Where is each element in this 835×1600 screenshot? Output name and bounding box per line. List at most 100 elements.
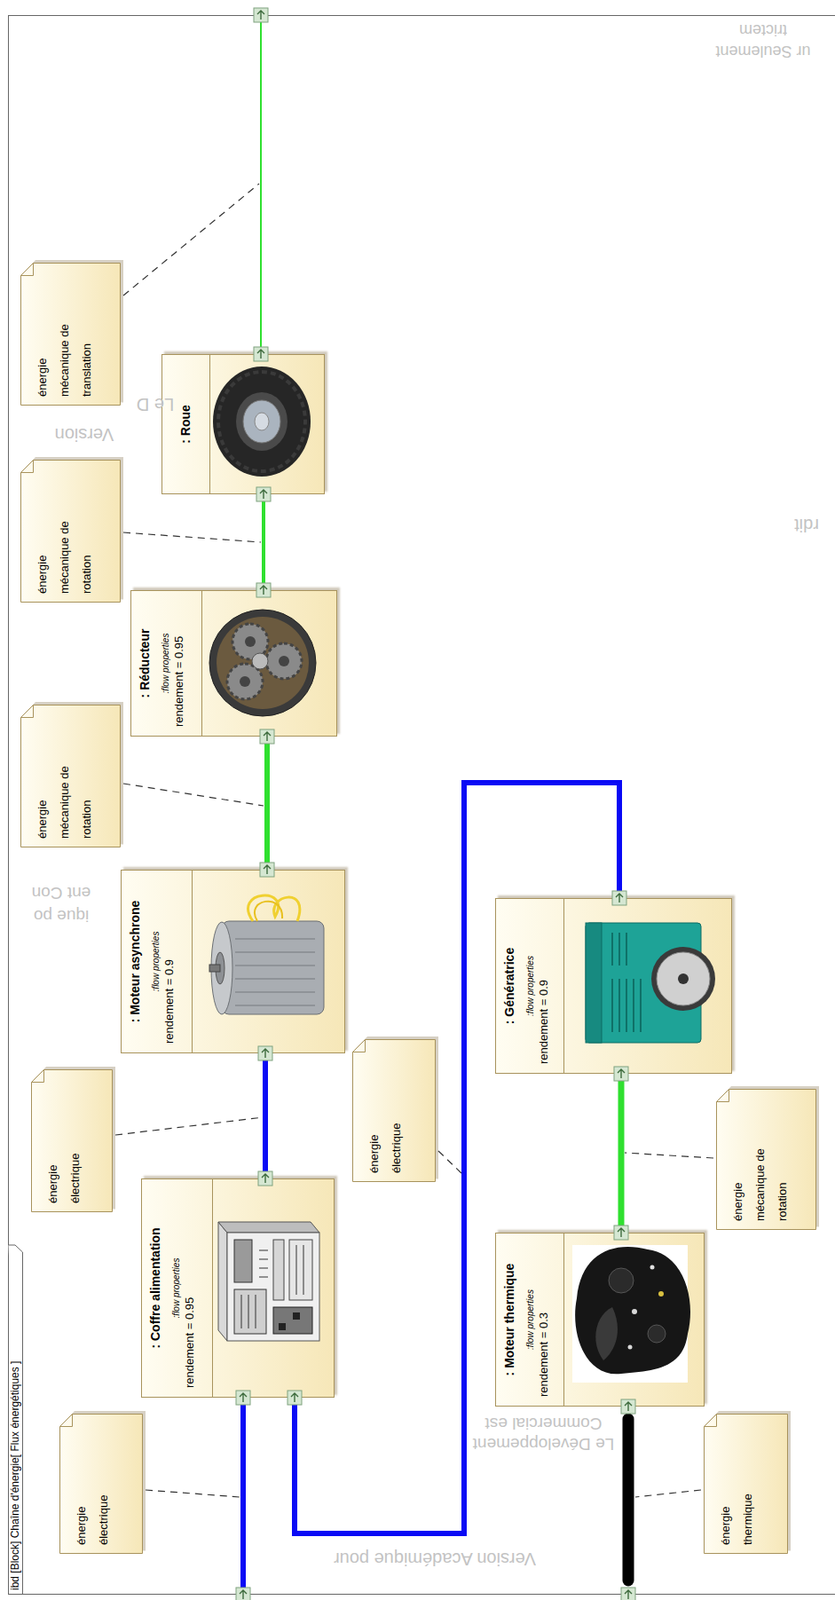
property-value: rendement = 0.9 (162, 875, 177, 1048)
flow-port (621, 1399, 636, 1414)
flow-port (236, 1587, 251, 1600)
property-value: rendement = 0.95 (172, 596, 187, 731)
flow-port (621, 1587, 636, 1600)
comment-note: énergie électrique (31, 1069, 113, 1213)
block-name: : Coffre alimentation (147, 1184, 164, 1392)
note-fold (716, 1089, 730, 1103)
note-fold (21, 460, 34, 473)
anchor-line (115, 1117, 264, 1135)
block-name: : Génératrice (501, 904, 518, 1068)
flow-port (256, 582, 271, 598)
note-text: énergie mécanique de rotation (716, 1132, 799, 1230)
block-name: : Moteur asynchrone (126, 875, 143, 1048)
comment-note: énergie mécanique de rotation (20, 704, 121, 848)
watermark-text: trictem (701, 19, 826, 40)
comment-note: énergie mécanique de translation (20, 262, 121, 406)
note-shape (60, 1414, 143, 1554)
energy-flow-connector (618, 1073, 625, 1233)
boundary-flow-line (622, 1418, 635, 1581)
note-text: énergie mécanique de translation (20, 307, 103, 406)
comment-note: énergie électrique (352, 1039, 436, 1182)
energy-flow-connector (262, 1053, 268, 1179)
comment-note: énergie électrique (59, 1413, 143, 1554)
flow-port (253, 346, 268, 362)
anchor-line (123, 783, 264, 806)
flow-port (236, 1390, 251, 1405)
flow-port (256, 487, 271, 502)
generator-picture (585, 922, 716, 1043)
watermark-text: Version Académique pour (266, 1548, 604, 1570)
wheel-picture (212, 366, 311, 477)
note-shape (353, 1039, 436, 1182)
comment-note: énergie mécanique de rotation (716, 1088, 817, 1230)
note-text: énergie mécanique de rotation (20, 504, 103, 603)
note-text: énergie électrique (352, 1084, 413, 1182)
note-shape (716, 1089, 817, 1230)
property-value: rendement = 0.3 (536, 1238, 552, 1401)
flow-properties-heading: :flow properties (149, 875, 163, 1048)
flow-properties-heading: :flow properties (159, 596, 173, 731)
flow-port (614, 1225, 629, 1240)
watermark-text: Version (35, 424, 134, 446)
energy-flow-connector (264, 736, 270, 870)
flow-properties-heading: :flow properties (524, 1238, 537, 1401)
note-fold (704, 1414, 717, 1427)
watermark-text: ur Seulement (701, 40, 826, 61)
name-compartment: : Roue (162, 354, 211, 494)
block-name: : Roue (177, 360, 194, 489)
flow-port (259, 729, 275, 744)
note-shape (21, 460, 121, 603)
flow-port (258, 1046, 273, 1061)
name-compartment: : Moteur thermique:flow propertiesrendem… (496, 1233, 565, 1406)
note-text: énergie électrique (31, 1114, 92, 1213)
comment-note: énergie mécanique de rotation (20, 459, 121, 603)
diagram-title: ibd [Block] Chaîne d'énergie[ Flux énerg… (8, 1361, 22, 1591)
watermark-text: Le Développement Commercial est (470, 1412, 617, 1454)
note-fold (353, 1039, 366, 1053)
anchor-line (145, 1489, 240, 1497)
frame-tab (8, 1244, 24, 1595)
anchor-line (438, 1150, 462, 1174)
anchor-line (624, 1152, 714, 1158)
flow-properties-heading: :flow properties (524, 904, 537, 1068)
note-text: énergie mécanique de rotation (20, 749, 103, 848)
property-value: rendement = 0.95 (182, 1184, 197, 1392)
anchor-line (123, 183, 260, 296)
note-text: énergie électrique (59, 1456, 120, 1554)
note-fold (21, 705, 34, 718)
name-compartment: : Moteur asynchrone :flow propertiesrende… (121, 870, 193, 1053)
watermark-text: Le D (128, 393, 182, 416)
note-fold (31, 1070, 45, 1083)
flow-port (253, 7, 268, 23)
note-shape (31, 1070, 113, 1213)
boundary-flow-line (240, 1397, 246, 1595)
flow-port (287, 1390, 302, 1405)
note-text: énergie thermique (703, 1456, 765, 1554)
note-fold (60, 1414, 73, 1427)
flow-port (259, 862, 275, 877)
power-unit-picture (218, 1221, 320, 1341)
name-compartment: : Génératrice :flow propertiesrendement =… (496, 898, 565, 1073)
block-name: : Réducteur (136, 596, 153, 731)
energy-flow-connector (261, 494, 266, 591)
name-compartment: : Coffre alimentation :flow propertiesren… (141, 1179, 213, 1397)
flow-port (258, 1171, 273, 1186)
flow-port (614, 1066, 629, 1081)
combustion-engine-picture (572, 1244, 691, 1383)
name-compartment: : Réducteur :flow propertiesrendement = 0… (131, 590, 203, 736)
flow-properties-heading: :flow properties (170, 1184, 183, 1392)
note-shape (21, 263, 121, 406)
anchor-line (123, 532, 261, 543)
diagram-frame (8, 15, 835, 1595)
watermark-text: ique po (12, 905, 111, 926)
boundary-flow-line (259, 15, 262, 355)
note-shape (21, 705, 121, 848)
comment-note: énergie thermique (703, 1413, 788, 1554)
note-fold (21, 263, 34, 276)
property-value: rendement = 0.9 (536, 904, 552, 1068)
